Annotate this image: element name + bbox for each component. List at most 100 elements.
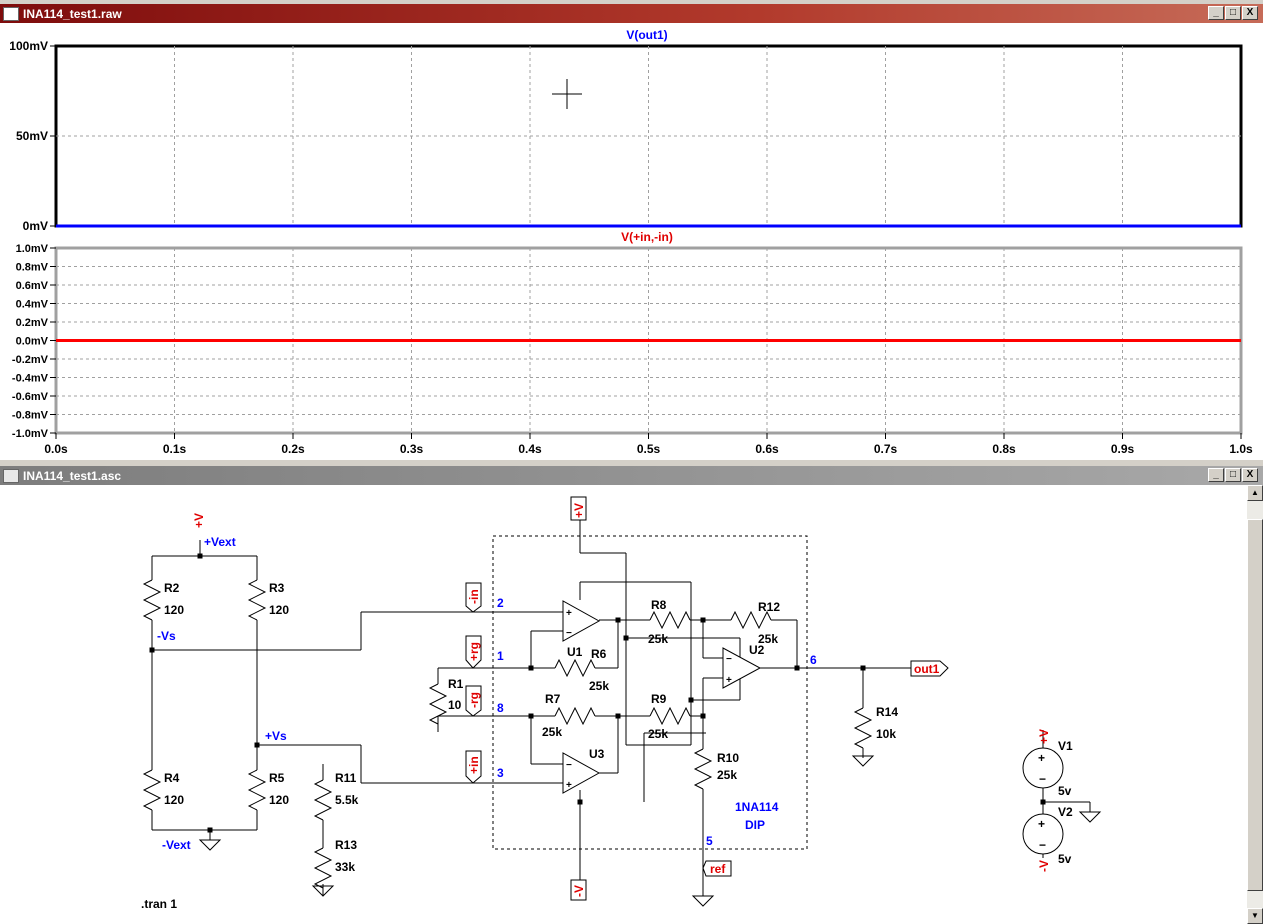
resistor-r11[interactable]: [314, 771, 332, 829]
port-flag-in-neg[interactable]: -in: [465, 582, 482, 613]
resistor-r10[interactable]: [694, 740, 712, 798]
junction-dots: [149, 553, 1046, 833]
plot-window-titlebar[interactable]: INA114_test1.raw _ □ X: [0, 4, 1263, 23]
schematic-window: INA114_test1.asc _ □ X ▲ ▼: [0, 466, 1263, 924]
v1-value: 5v: [1058, 784, 1072, 798]
schematic-app-icon[interactable]: [3, 468, 19, 483]
close-button[interactable]: X: [1242, 6, 1258, 20]
ground-icon: [692, 895, 714, 907]
schematic-canvas[interactable]: + − − + − + + − + −: [0, 485, 1246, 924]
port-flag-pos-v-top[interactable]: +V: [192, 513, 206, 528]
opamp-u2[interactable]: − +: [722, 647, 762, 689]
r3-name: R3: [269, 581, 285, 595]
port-flag-neg-v-ic[interactable]: -V: [570, 879, 587, 901]
x-tick-label: 1.0s: [1229, 442, 1253, 456]
y-tick-label: -0.4mV: [12, 373, 49, 385]
svg-text:+V: +V: [1037, 729, 1051, 744]
svg-text:−: −: [566, 628, 572, 639]
x-tick-label: 0.9s: [1111, 442, 1135, 456]
r7-name: R7: [545, 692, 561, 706]
svg-text:+rg: +rg: [467, 642, 481, 661]
pin-number-8: 8: [497, 701, 504, 715]
port-flag-pos-v-ic[interactable]: +V: [570, 496, 587, 521]
r12-name: R12: [758, 600, 780, 614]
wires: [151, 520, 1091, 896]
resistor-r2[interactable]: [143, 571, 161, 629]
r4-value: 120: [164, 793, 184, 807]
x-tick-label: 0.6s: [755, 442, 779, 456]
port-flag-out1[interactable]: out1: [910, 660, 949, 677]
resistor-r5[interactable]: [248, 761, 266, 819]
resistor-r3[interactable]: [248, 571, 266, 629]
port-flag-pos-v-src[interactable]: +V: [1037, 729, 1051, 744]
pane-2-trace-title[interactable]: V(+in,-in): [621, 230, 673, 244]
svg-text:out1: out1: [914, 662, 940, 676]
y-tick-label: -1.0mV: [12, 428, 49, 440]
scroll-down-button[interactable]: ▼: [1247, 908, 1263, 924]
y-tick-label: 0mV: [23, 219, 48, 233]
y-tick-label: 0.4mV: [16, 299, 49, 311]
y-tick-label: 0.8mV: [16, 262, 49, 274]
svg-text:ref: ref: [710, 862, 726, 876]
r14-value: 10k: [876, 727, 896, 741]
svg-text:-V: -V: [572, 885, 586, 897]
x-tick-label: 0.4s: [518, 442, 542, 456]
waveform-app-icon[interactable]: [3, 6, 19, 21]
svg-text:+: +: [566, 780, 572, 791]
svg-text:−: −: [566, 760, 572, 771]
vertical-scrollbar[interactable]: ▲ ▼: [1247, 485, 1263, 924]
r14-name: R14: [876, 705, 898, 719]
opamp-u3[interactable]: − +: [562, 752, 601, 794]
u1-name: U1: [567, 645, 583, 659]
resistor-r7[interactable]: [546, 707, 604, 725]
pin-number-6: 6: [810, 653, 817, 667]
minimize-button[interactable]: _: [1208, 6, 1224, 20]
resistor-r6[interactable]: [546, 659, 604, 677]
voltage-source-v1[interactable]: + −: [1022, 747, 1064, 789]
r5-name: R5: [269, 771, 285, 785]
maximize-button[interactable]: □: [1225, 6, 1241, 20]
spice-directive[interactable]: .tran 1: [141, 897, 177, 911]
resistor-r13[interactable]: [314, 839, 332, 897]
svg-text:+: +: [566, 608, 572, 619]
svg-text:-V: -V: [1037, 860, 1051, 872]
pane-1-trace-title[interactable]: V(out1): [626, 28, 667, 42]
mouse-cursor-crosshair: [552, 79, 582, 109]
net-label-vext-neg: -Vext: [162, 838, 191, 852]
port-flag-rg-neg[interactable]: -rg: [465, 685, 482, 717]
schematic-window-title: INA114_test1.asc: [23, 468, 122, 483]
y-tick-label: 50mV: [16, 129, 48, 143]
y-tick-label: 1.0mV: [16, 243, 49, 255]
r2-name: R2: [164, 581, 180, 595]
r9-name: R9: [651, 692, 667, 706]
resistor-r1[interactable]: [429, 675, 447, 733]
close-button[interactable]: X: [1242, 468, 1258, 482]
port-flag-neg-v-src[interactable]: -V: [1037, 860, 1051, 872]
resistor-r9[interactable]: [641, 707, 699, 725]
svg-text:+V: +V: [192, 513, 206, 528]
scrollbar-thumb[interactable]: [1247, 519, 1263, 891]
voltage-source-v2[interactable]: + −: [1022, 813, 1064, 855]
r12-value: 25k: [758, 632, 778, 646]
r1-value: 10: [448, 698, 462, 712]
port-flag-rg-pos[interactable]: +rg: [465, 635, 482, 669]
resistor-r8[interactable]: [641, 611, 699, 629]
scroll-up-button[interactable]: ▲: [1247, 485, 1263, 501]
net-labels: +Vext -Vs +Vs -Vext 2 1 8 3 6 5 1NA114 D…: [157, 535, 817, 852]
port-flag-in-pos[interactable]: +in: [465, 750, 482, 784]
port-flag-ref[interactable]: ref: [702, 860, 732, 877]
resistor-r4[interactable]: [143, 761, 161, 819]
minimize-button[interactable]: _: [1208, 468, 1224, 482]
maximize-button[interactable]: □: [1225, 468, 1241, 482]
schematic-window-titlebar[interactable]: INA114_test1.asc _ □ X: [0, 466, 1263, 485]
resistor-r14[interactable]: [854, 699, 872, 757]
svg-text:+: +: [1038, 817, 1045, 831]
v2-name: V2: [1058, 805, 1073, 819]
opamp-u1[interactable]: + −: [562, 600, 601, 642]
r9-value: 25k: [648, 727, 668, 741]
resistor-r12[interactable]: [722, 611, 780, 629]
svg-text:+V: +V: [572, 503, 586, 518]
r8-name: R8: [651, 598, 667, 612]
